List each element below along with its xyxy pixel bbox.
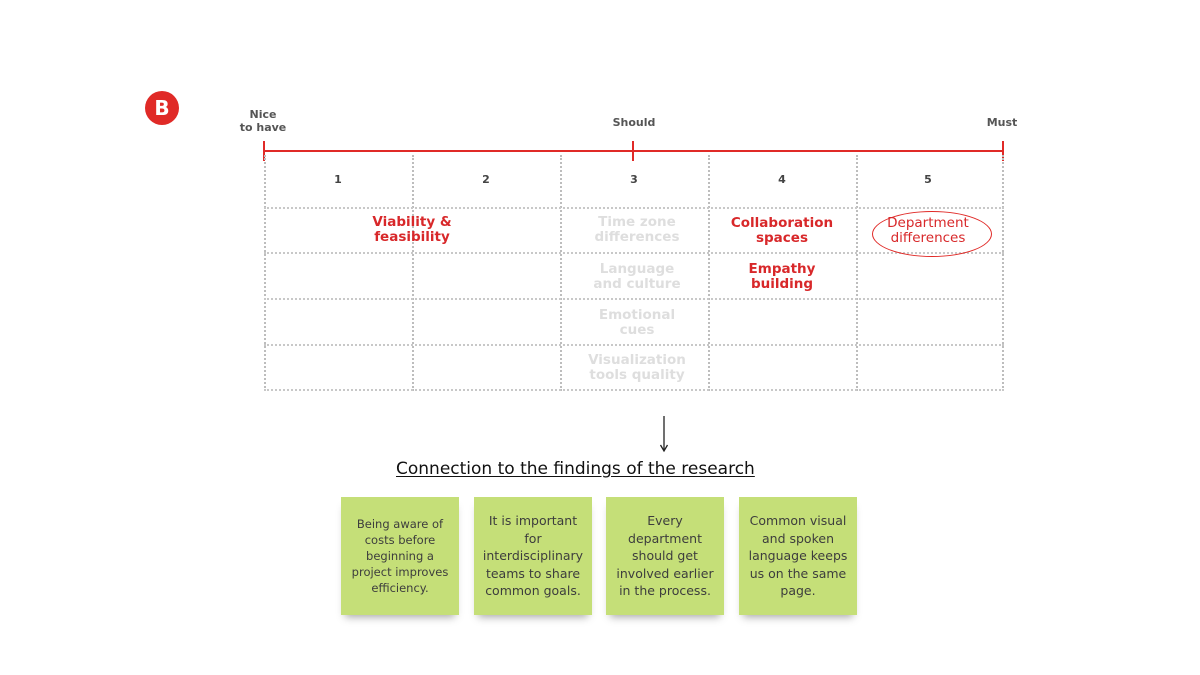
scale-label-nice-to-have: Nice to have (239, 108, 287, 134)
column-number-5: 5 (924, 173, 932, 186)
item-collaboration-spaces: Collaboration spaces (730, 215, 834, 246)
column-number-4: 4 (778, 173, 786, 186)
item-language-and-culture: Language and culture (593, 261, 681, 292)
item-emotional-cues: Emotional cues (598, 307, 676, 338)
item-viability-feasibility: Viability & feasibility (372, 214, 452, 245)
grid-line (264, 389, 1004, 391)
item-visualization-tools-quality: Visualization tools quality (588, 352, 686, 383)
grid-line (264, 207, 1004, 209)
priority-grid: 1 2 3 4 5 Viability & feasibility Time z… (264, 155, 1004, 391)
findings-title: Connection to the findings of the resear… (396, 459, 755, 479)
sticky-note: Common visual and spoken language keeps … (739, 497, 857, 615)
grid-line (264, 155, 266, 391)
grid-line (708, 155, 710, 391)
grid-line (560, 155, 562, 391)
sticky-note-text: Every department should get involved ear… (616, 513, 714, 599)
axis-tick-middle (632, 141, 634, 161)
item-time-zone-differences: Time zone differences (594, 214, 680, 245)
scale-label-must: Must (986, 116, 1018, 129)
highlight-circle (872, 211, 992, 257)
sticky-note-text: It is important for interdisciplinary te… (482, 513, 584, 599)
grid-line (264, 252, 1004, 254)
priority-axis (264, 150, 1004, 152)
axis-tick-start (263, 141, 265, 161)
column-number-1: 1 (334, 173, 342, 186)
item-department-differences: Department differences (887, 215, 969, 246)
grid-line (264, 298, 1004, 300)
grid-line (856, 155, 858, 391)
item-empathy-building: Empathy building (748, 261, 816, 292)
sticky-note: It is important for interdisciplinary te… (474, 497, 592, 615)
sticky-note-text: Common visual and spoken language keeps … (748, 513, 848, 599)
column-number-2: 2 (482, 173, 490, 186)
sticky-note-text: Being aware of costs before beginning a … (351, 517, 449, 595)
column-number-3: 3 (630, 173, 638, 186)
scale-label-should: Should (612, 116, 656, 129)
section-badge: B (145, 91, 179, 125)
down-arrow-icon (659, 416, 669, 453)
axis-tick-end (1002, 141, 1004, 161)
grid-line (264, 344, 1004, 346)
grid-line (412, 155, 414, 391)
sticky-note: Every department should get involved ear… (606, 497, 724, 615)
grid-line (1002, 155, 1004, 391)
sticky-note: Being aware of costs before beginning a … (341, 497, 459, 615)
